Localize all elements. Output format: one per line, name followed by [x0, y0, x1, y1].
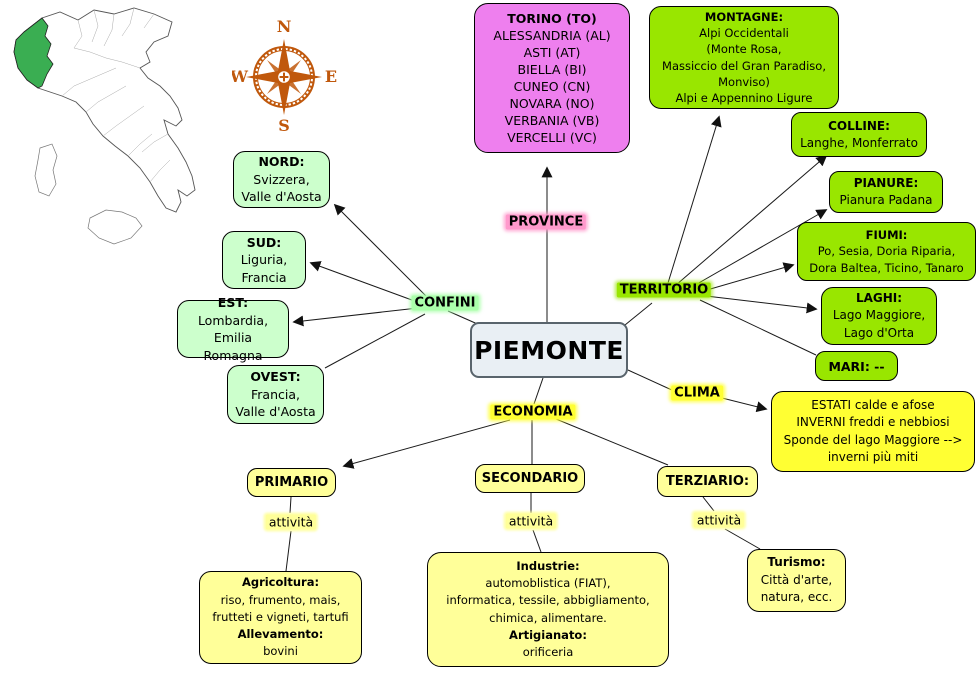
agricoltura-title: Agricoltura: [241, 575, 320, 590]
label-attivita-secondario: attività [505, 513, 557, 529]
compass-north-label: N [277, 18, 292, 36]
node-primario: PRIMARIO [247, 468, 336, 497]
montagne-body: Alpi Occidentali (Monte Rosa, Massiccio … [662, 26, 826, 105]
pianure-body: Pianura Padana [839, 193, 933, 207]
colline-body: Langhe, Monferrato [800, 135, 918, 150]
piemonte-region-highlight [13, 17, 54, 89]
nord-body: Svizzera, Valle d'Aosta [241, 171, 322, 205]
agricoltura-body: riso, frumento, mais, frutteti e vigneti… [212, 592, 349, 624]
clima-details-body: ESTATI calde e afose INVERNI freddi e ne… [783, 398, 963, 464]
artigianato-title: Artigianato: [509, 627, 587, 642]
node-nord: NORD: Svizzera, Valle d'Aosta [233, 151, 330, 208]
industrie-title: Industrie: [516, 558, 580, 573]
laghi-title: LAGHI: [855, 291, 903, 306]
node-est: EST: Lombardia, Emilia Romagna [177, 295, 289, 363]
est-title: EST: [217, 295, 249, 310]
label-attivita-primario: attività [265, 514, 317, 530]
nord-title: NORD: [258, 154, 305, 170]
sicily-outline [87, 209, 143, 245]
label-clima: CLIMA [671, 385, 723, 401]
label-confini: CONFINI [411, 295, 479, 311]
compass-west-label: W [232, 67, 249, 86]
sardinia-outline [34, 143, 58, 197]
fiumi-title: FIUMI: [865, 228, 908, 242]
province-list-title: TORINO (TO) [507, 11, 597, 26]
region-borders [61, 7, 171, 183]
node-ovest: OVEST: Francia, Valle d'Aosta [227, 365, 324, 424]
allevamento-title: Allevamento: [237, 627, 324, 642]
node-laghi: LAGHI: Lago Maggiore, Lago d'Orta [821, 287, 937, 345]
italy-locator-map [13, 7, 196, 245]
montagne-title: MONTAGNE: [704, 10, 784, 25]
primario-title: PRIMARIO [254, 475, 329, 490]
node-terziario: TERZIARIO: [657, 466, 758, 497]
terziario-title: TERZIARIO: [665, 474, 750, 489]
piemonte-title: PIEMONTE [474, 335, 624, 365]
label-province: PROVINCE [505, 214, 587, 230]
est-body: Lombardia, Emilia Romagna [197, 312, 269, 363]
node-sud: SUD: Liguria, Francia [222, 231, 306, 289]
label-attivita-terziario: attività [693, 512, 745, 528]
node-agricoltura: Agricoltura: riso, frumento, mais, frutt… [199, 571, 362, 664]
compass-east-label: E [325, 67, 337, 86]
artigianato-body: orificeria [522, 645, 574, 659]
node-colline: COLLINE: Langhe, Monferrato [791, 112, 927, 157]
allevamento-body: bovini [263, 644, 298, 659]
pianure-title: PIANURE: [853, 176, 919, 191]
fiumi-body: Po, Sesia, Doria Riparia, Dora Baltea, T… [809, 244, 964, 275]
node-montagne: MONTAGNE: Alpi Occidentali (Monte Rosa, … [649, 6, 839, 109]
turismo-body: Città d'arte, natura, ecc. [760, 572, 833, 605]
node-fiumi: FIUMI: Po, Sesia, Doria Riparia, Dora Ba… [797, 222, 976, 281]
industrie-body: automoblistica (FIAT), informatica, tess… [446, 576, 650, 625]
node-mari: MARI: -- [815, 351, 898, 381]
laghi-body: Lago Maggiore, Lago d'Orta [832, 308, 926, 340]
node-secondario: SECONDARIO [475, 464, 585, 493]
secondario-title: SECONDARIO [481, 471, 579, 486]
label-territorio: TERRITORIO [616, 282, 712, 298]
node-clima-details: ESTATI calde e afose INVERNI freddi e ne… [771, 391, 975, 472]
turismo-title: Turismo: [767, 555, 826, 570]
italy-outline [13, 7, 196, 213]
node-province-list: TORINO (TO) ALESSANDRIA (AL) ASTI (AT) B… [474, 3, 630, 153]
compass-rose-icon: N E S W [232, 18, 337, 134]
mari-title: MARI: -- [828, 358, 885, 374]
label-economia: ECONOMIA [490, 404, 576, 420]
node-turismo: Turismo: Città d'arte, natura, ecc. [747, 549, 846, 612]
node-piemonte: PIEMONTE [470, 322, 628, 378]
compass-south-label: S [278, 116, 290, 134]
ovest-body: Francia, Valle d'Aosta [235, 386, 316, 420]
sud-body: Liguria, Francia [240, 252, 288, 285]
sud-title: SUD: [246, 234, 282, 250]
province-list-body: ALESSANDRIA (AL) ASTI (AT) BIELLA (BI) C… [493, 28, 611, 145]
node-industrie: Industrie: automoblistica (FIAT), inform… [427, 552, 669, 667]
node-pianure: PIANURE: Pianura Padana [829, 171, 943, 213]
ovest-title: OVEST: [250, 369, 301, 385]
colline-title: COLLINE: [828, 118, 890, 133]
